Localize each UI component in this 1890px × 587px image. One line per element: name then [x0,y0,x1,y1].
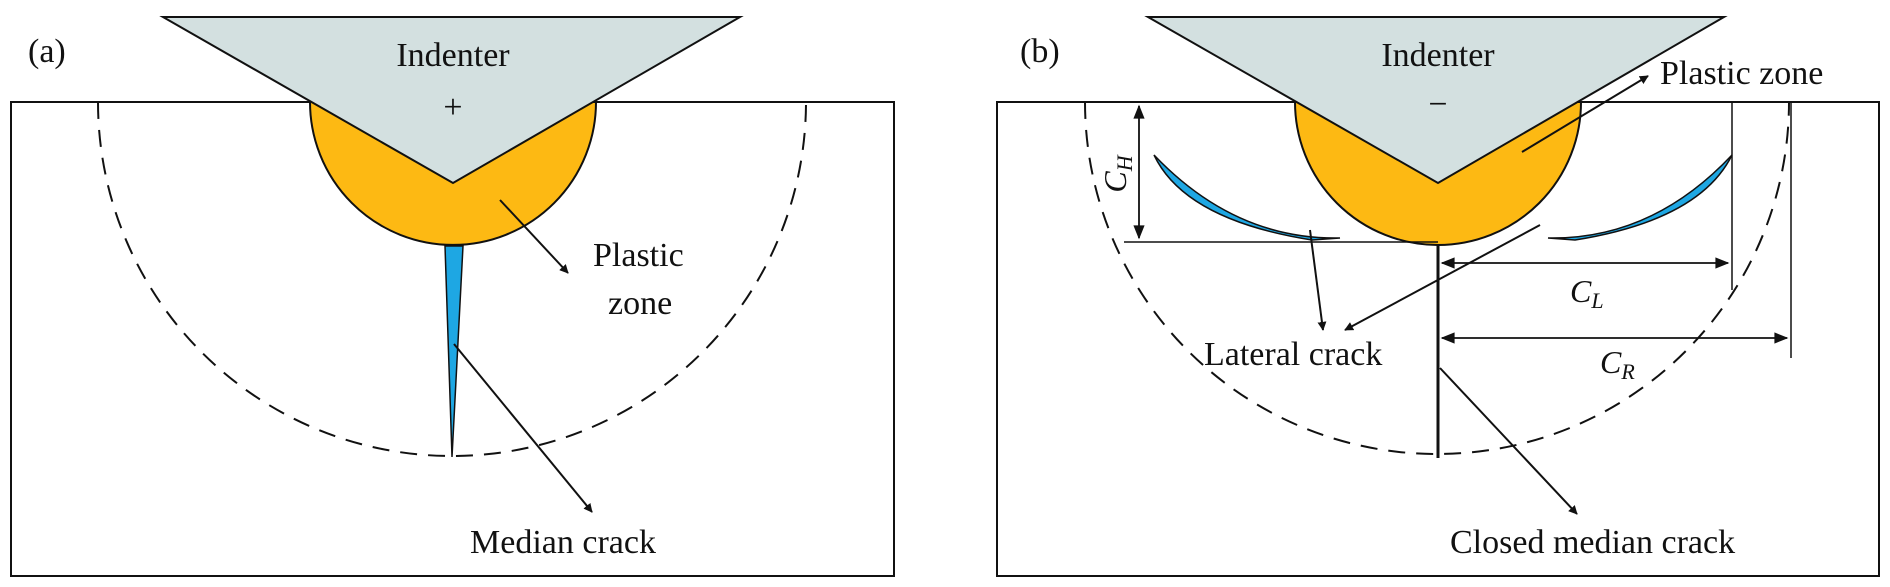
median-crack-arrow-a [453,343,593,513]
median-crack-label: Median crack [470,524,656,561]
lateral-crack-left [1153,154,1341,241]
lateral-crack-arrow-right [1344,224,1541,331]
panel-tag-a: (a) [28,33,66,70]
median-crack-a [444,245,464,458]
plastic-zone-label-a-line2: zone [608,285,672,322]
indenter-label-a: Indenter [396,37,510,74]
cr-dimension-label: CR [1600,344,1635,384]
ch-dimension-label: CH [1097,154,1137,192]
panel-b: (b) Indenter − Plastic zone CH CL CR Lat… [996,16,1880,577]
closed-median-crack-label: Closed median crack [1450,524,1735,561]
load-sign-a: + [443,89,462,126]
lateral-crack-arrow-left [1309,229,1327,331]
plastic-zone-label-a-line1: Plastic [593,237,684,274]
lateral-crack-right [1547,154,1733,241]
closed-median-crack-arrow [1439,367,1578,515]
stress-field-boundary-a [97,101,807,457]
load-sign-b: − [1428,86,1447,123]
indenter-a [159,16,744,185]
plastic-zone-label-b: Plastic zone [1660,55,1823,92]
plastic-zone-arrow-a [499,199,569,274]
cl-dimension-label: CL [1570,273,1604,313]
plastic-zone-arrow-b [1521,75,1649,153]
indenter-label-b: Indenter [1381,37,1495,74]
stress-field-boundary-b [1084,101,1790,455]
panel-a: (a) Indenter + Plastic zone Median crack [10,16,895,577]
panel-tag-b: (b) [1020,33,1060,70]
indenter-b [1144,16,1728,185]
lateral-crack-label: Lateral crack [1204,336,1382,373]
